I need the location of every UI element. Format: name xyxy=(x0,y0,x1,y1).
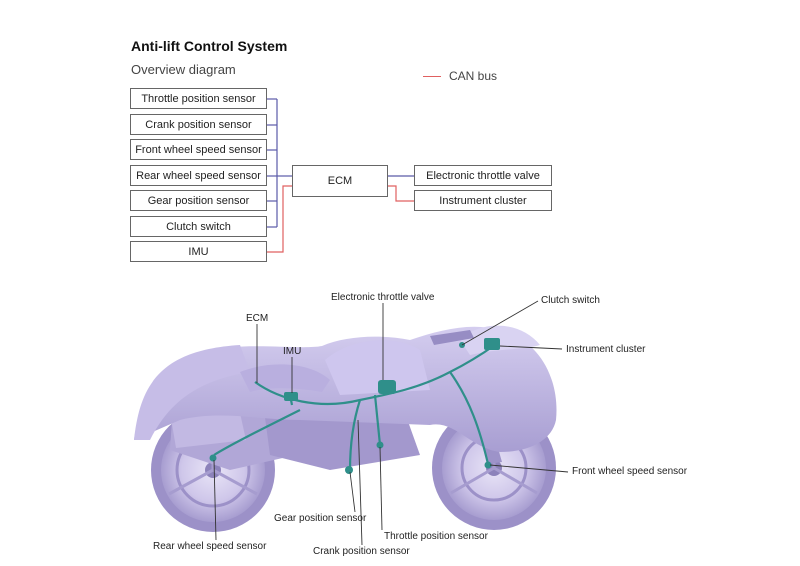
diagram-title: Anti-lift Control System xyxy=(131,38,288,54)
callout-front-wheel-speed-sensor: Front wheel speed sensor xyxy=(572,466,688,477)
can-bus-legend-label: CAN bus xyxy=(449,69,498,83)
handlebar xyxy=(430,330,474,345)
callout-crank-position-sensor: Crank position sensor xyxy=(313,546,410,557)
legend: CAN bus xyxy=(423,69,497,83)
diagram-subtitle: Overview diagram xyxy=(131,62,236,77)
can-bus-legend-line xyxy=(423,75,441,77)
seat xyxy=(240,364,330,392)
leader-lines xyxy=(213,300,569,546)
callout-ecm: ECM xyxy=(246,313,269,324)
input-throttle-position-sensor: Throttle position sensor xyxy=(130,88,267,109)
input-crank-position-sensor: Crank position sensor xyxy=(130,114,267,135)
callout-gear-position-sensor: Gear position sensor xyxy=(274,513,367,524)
callout-instrument-cluster: Instrument cluster xyxy=(566,344,646,355)
output-instrument-cluster: Instrument cluster xyxy=(414,190,552,211)
fuel-tank xyxy=(325,340,430,395)
callout-rear-wheel-speed-sensor: Rear wheel speed sensor xyxy=(153,541,267,552)
input-imu: IMU xyxy=(130,241,267,262)
input-rear-wheel-speed-sensor: Rear wheel speed sensor xyxy=(130,165,267,186)
callout-electronic-throttle-valve: Electronic throttle valve xyxy=(331,292,435,303)
callout-clutch-switch: Clutch switch xyxy=(541,295,600,306)
harness-components xyxy=(209,338,500,474)
tail-section xyxy=(134,345,250,440)
output-electronic-throttle-valve: Electronic throttle valve xyxy=(414,165,552,186)
controller-ecm: ECM xyxy=(292,165,388,197)
can-bus-wires xyxy=(267,185,414,253)
signal-wires xyxy=(267,98,414,228)
input-front-wheel-speed-sensor: Front wheel speed sensor xyxy=(130,139,267,160)
callout-throttle-position-sensor: Throttle position sensor xyxy=(384,531,488,542)
input-clutch-switch: Clutch switch xyxy=(130,216,267,237)
input-gear-position-sensor: Gear position sensor xyxy=(130,190,267,211)
callout-imu: IMU xyxy=(283,346,302,357)
